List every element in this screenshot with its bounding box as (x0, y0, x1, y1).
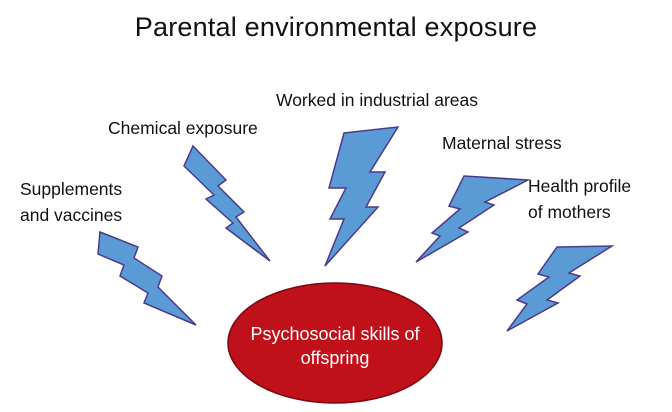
factor-supplements-and-vaccines: Supplements and vaccines (20, 176, 122, 228)
text-line: Worked in industrial areas (276, 90, 478, 110)
factor-chemical-exposure: Chemical exposure (108, 115, 258, 141)
center-ellipse (227, 282, 443, 404)
center-label-text: Psychosocial skills of offspring (228, 322, 442, 370)
text-line: Supplements (20, 179, 123, 199)
text-line: Health profile (528, 176, 632, 196)
lightning-bolt-icon-1 (97, 230, 197, 326)
factor-maternal-stress: Maternal stress (442, 130, 562, 156)
lightning-bolt-icon-4 (415, 175, 531, 263)
text-line: Chemical exposure (108, 118, 258, 138)
factor-label-line: Worked in industrial areas (276, 87, 478, 113)
factor-label-line: Health profile of mothers (528, 173, 631, 225)
text-line: Maternal stress (442, 133, 562, 153)
lightning-bolt-icon-5 (506, 245, 615, 332)
factor-health-profile-of-mothers: Health profile of mothers (528, 173, 631, 225)
factor-label-line: Maternal stress (442, 130, 562, 156)
text-line: offspring (300, 348, 370, 368)
text-line: Psychosocial skills of (250, 324, 420, 344)
center-label: Psychosocial skills of offspring (228, 322, 442, 370)
factor-label-line: Chemical exposure (108, 115, 258, 141)
lightning-bolt-icon-2 (183, 144, 271, 262)
diagram-title: Parental environmental exposure (134, 12, 538, 42)
text-line: of mothers (528, 202, 611, 222)
factor-label-line: Supplements and vaccines (20, 176, 122, 228)
lightning-bolt-icon-3 (324, 126, 400, 267)
factor-worked-in-industrial-areas: Worked in industrial areas (276, 87, 478, 113)
text-line: and vaccines (20, 205, 123, 225)
